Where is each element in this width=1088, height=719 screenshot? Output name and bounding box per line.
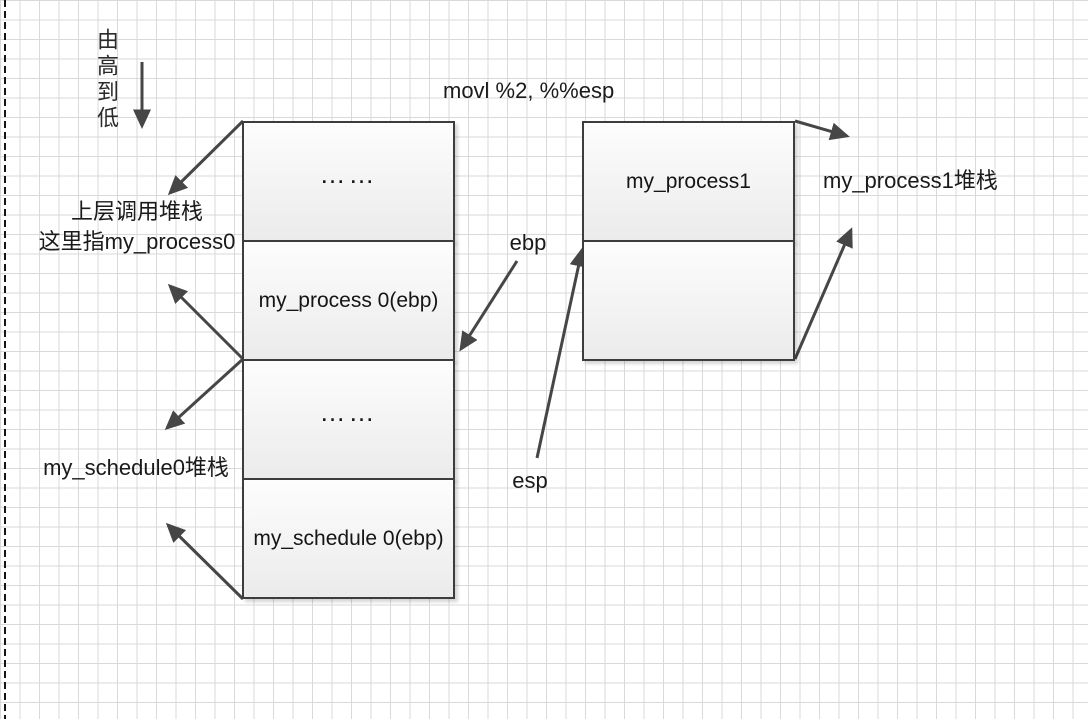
right-stack: my_process1: [582, 121, 795, 361]
arrow-esp-to-right-stack: [535, 247, 588, 459]
schedule-stack-label: my_schedule0堆栈: [43, 455, 229, 480]
stack-cell-my-schedule0-ebp: my_schedule 0(ebp): [242, 478, 455, 599]
ebp-label: ebp: [509, 230, 547, 255]
esp-label: esp: [512, 468, 548, 493]
caller-stack-label-line2: 这里指my_process0: [38, 229, 236, 254]
stack-cell-empty: [582, 240, 795, 361]
stack-cell-my-process1: my_process1: [582, 121, 795, 242]
stack-cell-dots-lower-text: ……: [319, 397, 378, 427]
arrow-ebp-to-left-stack: [459, 260, 519, 352]
stack-cell-dots-lower: ……: [242, 359, 455, 480]
stack-cell-dots-upper: ……: [242, 121, 455, 242]
stack-cell-dots-upper-text: ……: [319, 159, 378, 189]
caller-stack-label: 上层调用堆栈 这里指my_process0: [33, 197, 241, 257]
arrow-leftmid-to-schedule-label: [164, 357, 245, 431]
instruction-label: movl %2, %%esp: [443, 78, 615, 103]
process1-stack-label: my_process1堆栈: [823, 168, 998, 193]
caller-stack-label-line1: 上层调用堆栈: [70, 199, 203, 224]
stack-cell-my-process0-ebp: my_process 0(ebp): [242, 240, 455, 361]
arrow-leftbottom-to-schedule-label: [165, 522, 245, 601]
arrow-lefttop-to-caller-label: [167, 119, 245, 196]
arrow-leftmid-to-caller-label: [167, 283, 245, 361]
arrow-rightbottom-to-process1-label: [793, 227, 853, 360]
direction-label: 由高到低: [94, 28, 119, 132]
left-stack: …… my_process 0(ebp) …… my_schedule 0(eb…: [242, 121, 455, 599]
arrow-righttop-to-process1-label: [794, 119, 850, 141]
